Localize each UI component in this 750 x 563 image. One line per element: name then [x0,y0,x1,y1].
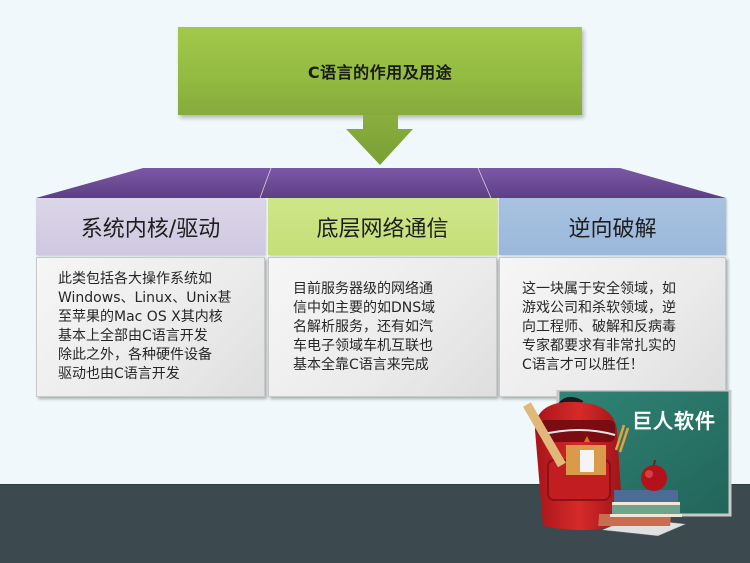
card-body: 目前服务器级的网络通 信中如主要的如DNS域 名解析服务，还有如汽 车电子领域车… [293,280,436,373]
slide-title: C语言的作用及用途 [307,63,453,82]
down-arrow-icon [346,115,413,165]
brand-logo-text: 巨人软件 [632,409,716,433]
header-label: 底层网络通信 [316,216,449,242]
title-box: C语言的作用及用途 [178,27,582,115]
header-reverse-engineering: 逆向破解 [499,198,726,255]
school-backpack-books-chalkboard-icon [523,390,732,537]
header-system-kernel-driver: 系统内核/驱动 [36,198,265,255]
card-system-kernel-driver: 此类包括各大操作系统如 Windows、Linux、Unix甚 至苹果的Mac … [36,257,265,397]
purple-banner [36,167,726,199]
card-reverse-engineering: 这一块属于安全领域，如 游戏公司和杀软领域，逆 向工程师、破解和反病毒 专家都要… [499,257,726,397]
header-low-level-networking: 底层网络通信 [268,198,497,255]
header-label: 系统内核/驱动 [80,216,221,242]
header-label: 逆向破解 [568,216,657,242]
card-body: 这一块属于安全领域，如 游戏公司和杀软领域，逆 向工程师、破解和反病毒 专家都要… [522,280,676,373]
card-body: 此类包括各大操作系统如 Windows、Linux、Unix甚 至苹果的Mac … [58,271,232,382]
card-low-level-networking: 目前服务器级的网络通 信中如主要的如DNS域 名解析服务，还有如汽 车电子领域车… [268,257,497,397]
